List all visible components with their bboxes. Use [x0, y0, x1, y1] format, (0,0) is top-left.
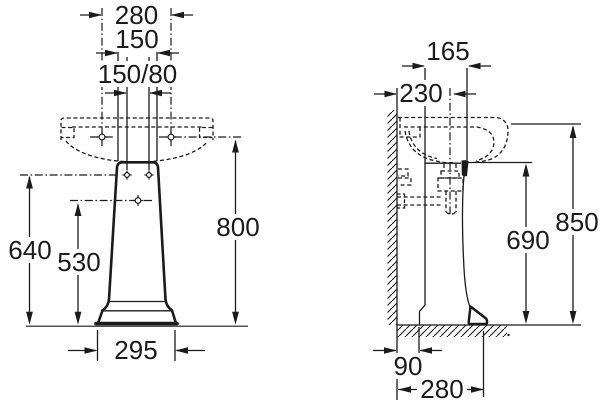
dim-label-side-850: 850: [554, 206, 600, 237]
pedestal-hole-left: [122, 170, 132, 180]
dim-label-side-230: 230: [398, 77, 444, 108]
dim-label-side-690: 690: [505, 224, 551, 255]
wall-hatching: [387, 110, 397, 325]
dim-label-front-150: 150: [114, 23, 160, 54]
pedestal-hole-lower: [132, 195, 144, 206]
dim-label-front-800: 800: [215, 211, 261, 242]
floor-hatching: [397, 325, 507, 337]
dim-label-front-295: 295: [113, 334, 159, 365]
dim-label-front-280: 280: [113, 0, 160, 30]
front-view-drawing: [20, 8, 248, 361]
dim-label-side-90: 90: [392, 350, 424, 381]
dim-label-side-165: 165: [425, 35, 471, 66]
dim-label-front-150-80: 150/80: [96, 58, 179, 89]
dim-label-side-280: 280: [419, 373, 465, 404]
pedestal-hole-right: [144, 170, 154, 180]
dim-label-front-640: 640: [7, 234, 53, 265]
dim-label-front-530: 530: [56, 246, 102, 277]
fixing-hole-right: [165, 131, 177, 143]
fixing-hole-left: [96, 131, 108, 143]
side-view-drawing: [373, 62, 581, 400]
